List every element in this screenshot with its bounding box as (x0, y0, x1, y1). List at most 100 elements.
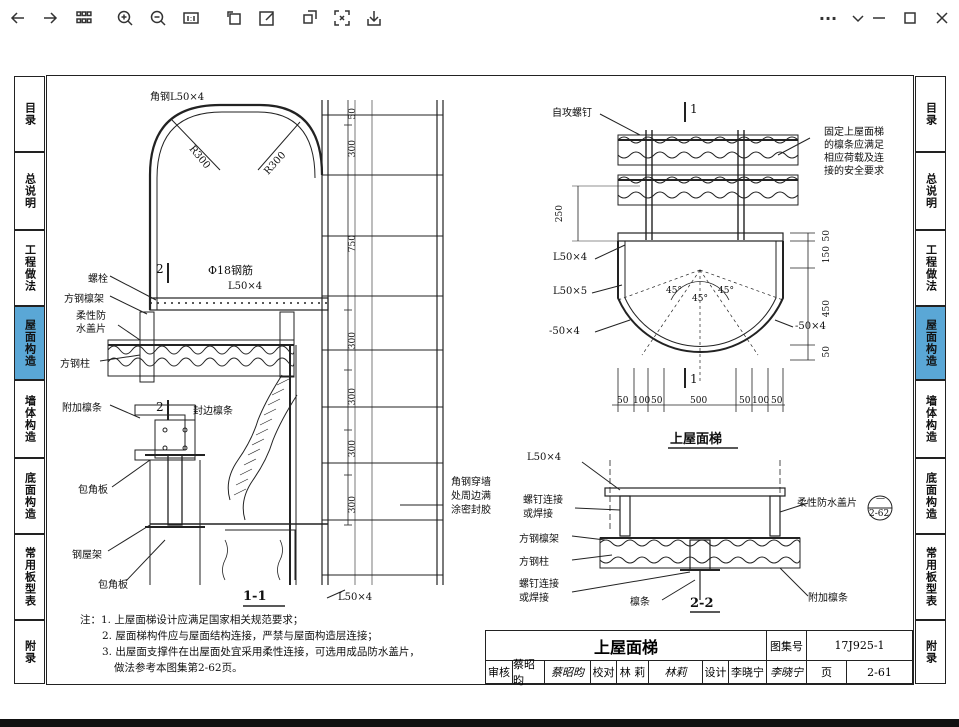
label-2-2-square-column: 方钢柱 (519, 557, 549, 568)
section-mark-1-bottom: 1 (690, 372, 698, 386)
label-l50-bottom: L50×4 (338, 592, 373, 603)
fit-icon[interactable] (330, 6, 354, 30)
section-mark-1-top: 1 (690, 102, 698, 116)
title-block: 上屋面梯 图集号 17J925-1 审核 蔡昭昀 蔡昭昀 校对 林 莉 林莉 设… (485, 630, 913, 687)
save-icon[interactable] (362, 6, 386, 30)
dim-300-a: 300 (348, 140, 358, 158)
label-flex-cover: 柔性防 水盖片 (76, 311, 106, 335)
section-mark-2-top: 2 (156, 262, 164, 276)
back-icon[interactable] (6, 6, 30, 30)
side-tab-appendix[interactable]: 附录 (14, 620, 45, 684)
side-tab-methods[interactable]: 工程做法 (14, 230, 45, 306)
side-tab-appendix-right[interactable]: 附录 (915, 620, 946, 684)
side-tab-wall[interactable]: 墙体构造 (14, 380, 45, 458)
collapse-icon[interactable] (846, 6, 870, 30)
page-label: 页 (806, 661, 846, 683)
reviewer-signature: 蔡昭昀 (544, 661, 590, 683)
forward-icon[interactable] (38, 6, 62, 30)
side-tab-general-right[interactable]: 总说明 (915, 152, 946, 230)
dim-300-d: 300 (348, 440, 358, 458)
side-tab-general[interactable]: 总说明 (14, 152, 45, 230)
checker-name: 林 莉 (616, 661, 648, 683)
minimize-icon[interactable] (867, 6, 891, 30)
dim-bottom-50-d: 50 (771, 396, 783, 406)
designer-name: 李晓宁 (728, 661, 766, 683)
label-rebar: Φ18钢筋 (208, 264, 254, 277)
label-2-2-square-purlin: 方钢檩架 (519, 534, 559, 545)
label-square-column: 方钢柱 (60, 359, 90, 370)
actual-size-icon[interactable] (179, 6, 203, 30)
label-angle-45-c: 45° (718, 286, 734, 296)
rotate-icon[interactable] (222, 6, 246, 30)
note-line-4: 做法参考本图集第2-62页。 (114, 662, 243, 674)
side-tab-contents-right[interactable]: 目录 (915, 76, 946, 152)
more-icon[interactable]: ··· (818, 8, 838, 28)
drawing-title: 上屋面梯 (486, 631, 766, 661)
label-flat-50x4-left: -50×4 (549, 326, 580, 337)
label-2-2-l50: L50×4 (527, 452, 562, 463)
grid-icon[interactable] (72, 6, 96, 30)
dim-right-50-a: 50 (822, 230, 832, 242)
side-tab-bottom-right[interactable]: 底面构造 (915, 458, 946, 534)
dim-750: 750 (348, 235, 358, 253)
label-flat-50x4-right: -50×4 (795, 321, 826, 332)
label-angle-45-a: 45° (666, 286, 682, 296)
ref-top: — (876, 494, 885, 504)
side-tab-wall-right[interactable]: 墙体构造 (915, 380, 946, 458)
document-viewer (0, 36, 959, 719)
label-l50x4: L50×4 (553, 252, 588, 263)
dim-bottom-500: 500 (690, 396, 708, 406)
dim-300-b: 300 (348, 332, 358, 350)
label-steel-frame: 钢屋架 (72, 550, 102, 561)
label-2-2-extra-purlin: 附加檩条 (808, 593, 848, 604)
label-corner-plate-1: 包角板 (78, 485, 108, 496)
dim-300-e: 300 (348, 496, 358, 514)
label-l50x5: L50×5 (553, 286, 588, 297)
dim-50-top: 50 (348, 108, 358, 120)
close-icon[interactable] (930, 6, 954, 30)
checker-signature: 林莉 (648, 661, 702, 683)
crop-icon[interactable] (297, 6, 321, 30)
designer-signature: 李晓宁 (766, 661, 806, 683)
detail-title-2-2: 2-2 (690, 596, 714, 611)
side-tab-roof[interactable]: 屋面构造 (14, 306, 45, 380)
dim-300-c: 300 (348, 388, 358, 406)
note-line-2: 2. 屋面梯构件应与屋面结构连接，严禁与屋面构造层连接； (102, 630, 378, 642)
plan-title: 上屋面梯 (670, 432, 723, 447)
dim-right-50-b: 50 (822, 346, 832, 358)
dim-right-150: 150 (822, 246, 832, 264)
side-tab-boards-right[interactable]: 常用板型表 (915, 534, 946, 620)
design-label: 设计 (702, 661, 728, 683)
side-tab-contents[interactable]: 目录 (14, 76, 45, 152)
side-tab-boards[interactable]: 常用板型表 (14, 534, 45, 620)
side-tab-bottom[interactable]: 底面构造 (14, 458, 45, 534)
label-screw-weld-1: 螺钉连接 或焊接 (523, 495, 563, 520)
zoom-in-icon[interactable] (113, 6, 137, 30)
section-mark-2-bottom: 2 (156, 400, 164, 414)
side-tab-roof-right[interactable]: 屋面构造 (915, 306, 946, 380)
viewer-toolbar: ··· (0, 0, 959, 36)
section-title-1-1: 1-1 (243, 589, 267, 604)
label-angle-45-b: 45° (692, 294, 708, 304)
reviewer-name: 蔡昭昀 (512, 658, 544, 687)
atlas-number: 17J925-1 (806, 631, 912, 661)
drawing-frame (46, 75, 914, 685)
side-tab-methods-right[interactable]: 工程做法 (915, 230, 946, 306)
label-wall-note: 角钢穿墙 处周边满 涂密封胶 (451, 477, 491, 516)
check-label: 校对 (590, 661, 616, 683)
maximize-icon[interactable] (898, 6, 922, 30)
edit-icon[interactable] (255, 6, 279, 30)
dim-bottom-50-a: 50 (617, 396, 629, 406)
dim-bottom-100-b: 100 (752, 396, 770, 406)
label-fix-note: 固定上屋面梯 的檩条应满足 相应荷载及连 接的安全要求 (824, 127, 884, 177)
dim-bottom-100-a: 100 (633, 396, 651, 406)
label-square-purlin: 方钢檩架 (64, 294, 104, 305)
zoom-out-icon[interactable] (146, 6, 170, 30)
ref-bottom: 2-62 (869, 509, 890, 519)
note-line-1: 注：1. 上屋面梯设计应满足国家相关规范要求； (80, 614, 304, 626)
bottom-strip (0, 719, 959, 727)
label-edge-purlin: 封边檩条 (193, 406, 233, 417)
dim-right-450: 450 (822, 300, 832, 318)
review-label: 审核 (488, 666, 510, 679)
